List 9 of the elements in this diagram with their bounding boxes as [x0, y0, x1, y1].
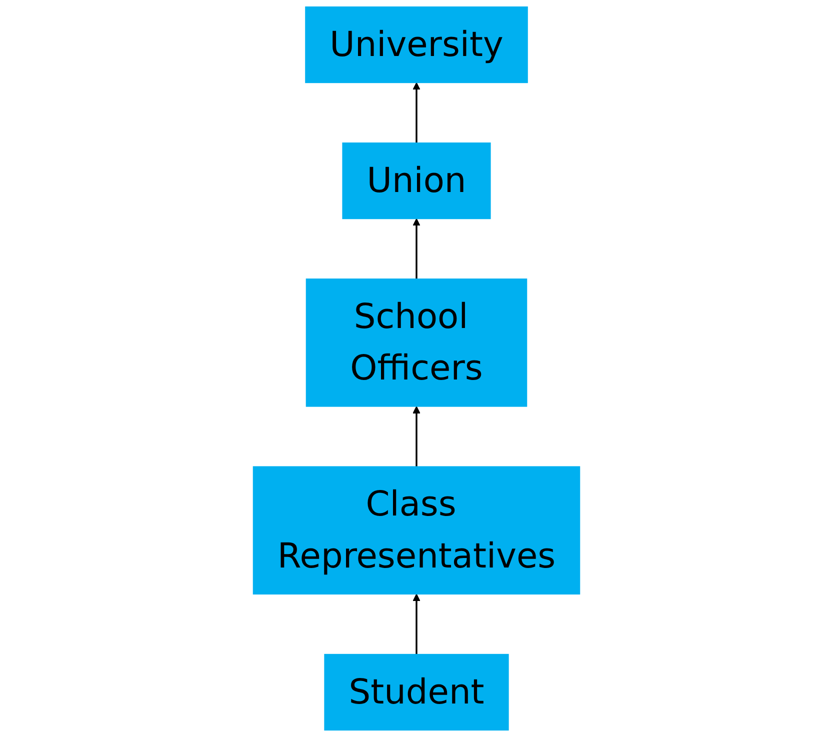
arrow: [412, 218, 420, 279]
node-box: Class Representatives: [252, 466, 580, 594]
node-box: Student: [324, 654, 509, 731]
arrow: [412, 406, 420, 467]
node-box: University: [305, 6, 528, 84]
node-box: School Officers: [306, 278, 528, 407]
node-box: Union: [342, 142, 491, 220]
arrow: [412, 594, 420, 654]
arrow: [412, 82, 420, 143]
